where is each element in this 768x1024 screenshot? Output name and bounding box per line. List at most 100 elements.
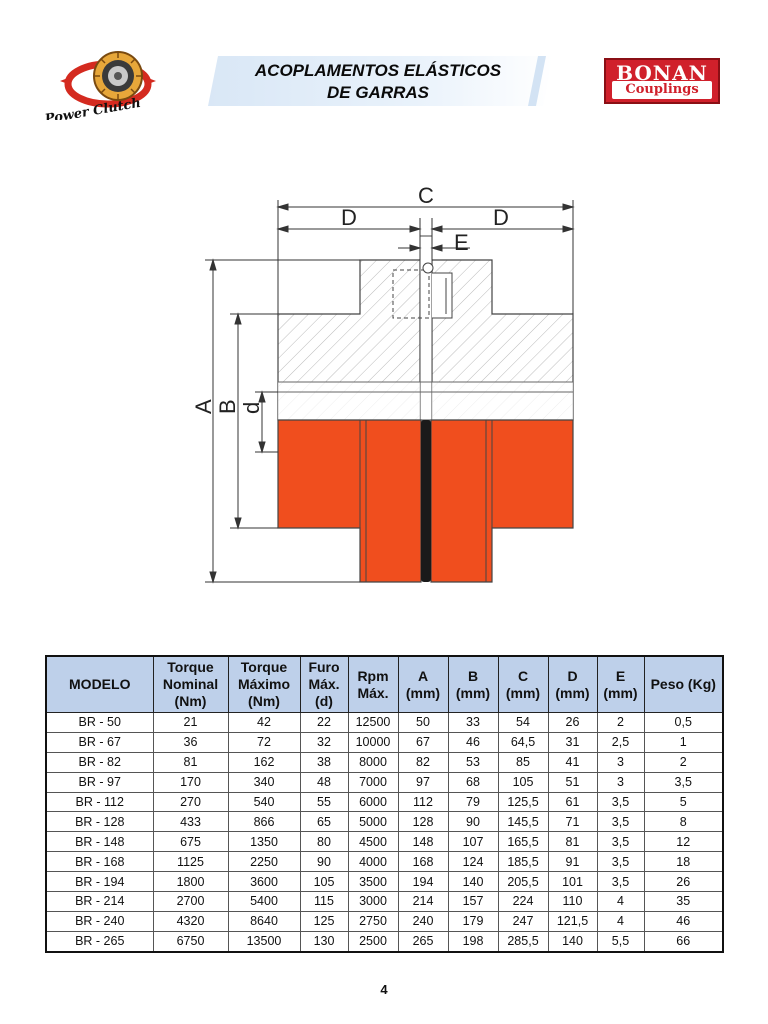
- table-cell: 8: [643, 811, 724, 833]
- table-cell: 247: [497, 910, 549, 932]
- bonan-logo-line2: Couplings: [612, 81, 712, 99]
- table-cell: 53: [447, 751, 499, 773]
- table-cell: 5,5: [596, 930, 645, 953]
- table-cell: 214: [397, 891, 449, 912]
- header-peso: Peso (Kg): [643, 655, 724, 713]
- table-cell: 110: [547, 891, 598, 912]
- page-title-line2: DE GARRAS: [326, 83, 429, 102]
- table-cell: 97: [397, 771, 449, 793]
- dim-label-c: C: [418, 183, 434, 208]
- table-cell: 5400: [227, 891, 301, 912]
- table-cell: 2500: [347, 930, 399, 953]
- table-cell: 46: [643, 910, 724, 932]
- table-cell: 12: [643, 831, 724, 853]
- table-cell: 540: [227, 791, 301, 813]
- table-cell: 3,5: [596, 811, 645, 833]
- table-cell: 115: [299, 891, 349, 912]
- table-cell: 33: [447, 712, 499, 733]
- page-title-line1: ACOPLAMENTOS ELÁSTICOS: [254, 61, 502, 80]
- table-cell: 8000: [347, 751, 399, 773]
- table-cell: 0,5: [643, 712, 724, 733]
- bonan-couplings-logo: BONAN Couplings: [604, 58, 720, 104]
- table-cell: 3,5: [596, 871, 645, 893]
- table-cell: 185,5: [497, 851, 549, 873]
- table-cell: 240: [397, 910, 449, 932]
- table-cell: 1125: [152, 851, 229, 873]
- table-cell: 168: [397, 851, 449, 873]
- title-banner: [208, 56, 553, 106]
- jaw-hidden-outline: [392, 269, 430, 319]
- table-cell: 124: [447, 851, 499, 873]
- header-furo-max: Furo Máx. (d): [299, 655, 349, 713]
- table-cell: 130: [299, 930, 349, 953]
- table-cell: BR - 168: [45, 851, 154, 873]
- table-cell: 265: [397, 930, 449, 953]
- table-cell: 105: [497, 771, 549, 793]
- table-cell: 198: [447, 930, 499, 953]
- page-number: 4: [380, 982, 388, 997]
- table-cell: 4000: [347, 851, 399, 873]
- table-cell: BR - 82: [45, 751, 154, 773]
- table-cell: 121,5: [547, 910, 598, 932]
- table-cell: 50: [397, 712, 449, 733]
- table-cell: 67: [397, 731, 449, 753]
- table-cell: 285,5: [497, 930, 549, 953]
- table-cell: 41: [547, 751, 598, 773]
- table-cell: 140: [447, 871, 499, 893]
- table-cell: 21: [152, 712, 229, 733]
- table-cell: 85: [497, 751, 549, 773]
- table-cell: 2250: [227, 851, 301, 873]
- table-cell: BR - 148: [45, 831, 154, 853]
- table-cell: 65: [299, 811, 349, 833]
- table-cell: 26: [643, 871, 724, 893]
- table-cell: 90: [299, 851, 349, 873]
- table-cell: 5: [643, 791, 724, 813]
- table-cell: 3500: [347, 871, 399, 893]
- page-title: ACOPLAMENTOS ELÁSTICOS DE GARRAS: [208, 60, 548, 104]
- table-cell: 90: [447, 811, 499, 833]
- table-cell: 3,5: [596, 791, 645, 813]
- table-cell: 3,5: [643, 771, 724, 793]
- table-cell: 2750: [347, 910, 399, 932]
- table-cell: 10000: [347, 731, 399, 753]
- header-d: D (mm): [547, 655, 598, 713]
- header-a: A (mm): [397, 655, 449, 713]
- table-cell: 125,5: [497, 791, 549, 813]
- table-cell: BR - 194: [45, 871, 154, 893]
- table-cell: 105: [299, 871, 349, 893]
- table-cell: 22: [299, 712, 349, 733]
- table-cell: BR - 265: [45, 930, 154, 953]
- table-cell: 1350: [227, 831, 301, 853]
- table-cell: 148: [397, 831, 449, 853]
- table-cell: 42: [227, 712, 301, 733]
- coupling-technical-drawing: C D D E A B d: [191, 183, 575, 584]
- table-cell: 140: [547, 930, 598, 953]
- table-cell: 31: [547, 731, 598, 753]
- table-cell: 64,5: [497, 731, 549, 753]
- table-cell: 80: [299, 831, 349, 853]
- table-cell: BR - 240: [45, 910, 154, 932]
- dim-label-b: B: [215, 399, 240, 414]
- dim-label-d-right: D: [493, 205, 509, 230]
- table-cell: 1800: [152, 871, 229, 893]
- dim-label-d-small: d: [239, 402, 264, 414]
- table-cell: BR - 97: [45, 771, 154, 793]
- table-cell: 1: [643, 731, 724, 753]
- power-clutch-logo: Power Clutch: [43, 51, 156, 120]
- table-cell: 46: [447, 731, 499, 753]
- table-cell: 101: [547, 871, 598, 893]
- table-cell: 675: [152, 831, 229, 853]
- table-cell: 79: [447, 791, 499, 813]
- header-rpm-max: Rpm Máx.: [347, 655, 399, 713]
- table-cell: 91: [547, 851, 598, 873]
- table-cell: 71: [547, 811, 598, 833]
- table-cell: 13500: [227, 930, 301, 953]
- table-cell: 433: [152, 811, 229, 833]
